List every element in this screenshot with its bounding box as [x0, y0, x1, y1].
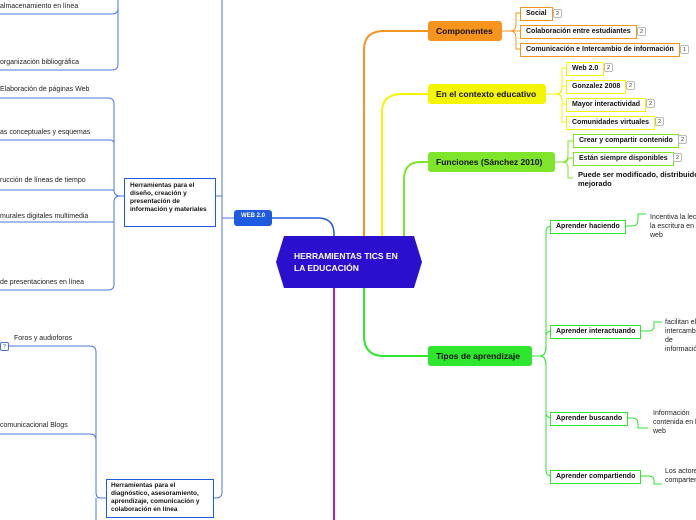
subtopic-colaboracion[interactable]: Colaboración entre estudiantes [520, 25, 637, 39]
count-badge[interactable]: 2 [673, 153, 682, 162]
subtopic-interactuando[interactable]: Aprender interactuando [550, 325, 642, 339]
left-item-lineas-tiempo[interactable]: rucción de líneas de tiempo [0, 177, 86, 184]
subtopic-label: Están siempre disponibles [579, 155, 668, 162]
branch-tipos-label: Tipos de aprendizaje [436, 351, 520, 361]
branch-componentes-label: Componentes [436, 26, 493, 36]
subtopic-haciendo[interactable]: Aprender haciendo [550, 220, 626, 234]
left-item-murales[interactable]: murales digitales multimedia [0, 213, 89, 220]
subtopic-buscando[interactable]: Aprender buscando [550, 412, 629, 426]
desc-compartiendo: Los actores comparten [665, 468, 696, 484]
subtopic-label: Gonzalez 2008 [572, 83, 621, 90]
subtopic-label: Aprender interactuando [556, 328, 636, 335]
subtopic-label: Colaboración entre estudiantes [526, 28, 631, 35]
count-badge[interactable]: 2 [553, 9, 562, 18]
group-diagnostico[interactable]: Herramientas para el diagnóstico, asesor… [106, 479, 214, 518]
group-diagnostico-label: Herramientas para el diagnóstico, asesor… [111, 482, 200, 513]
branch-contexto[interactable]: En el contexto educativo [428, 84, 546, 104]
subtopic-comunicacion[interactable]: Comunicación e Intercambio de informació… [520, 43, 680, 57]
subtopic-label: Mayor interactividad [572, 101, 641, 108]
subtopic-crear[interactable]: Crear y compartir contenido [573, 134, 679, 148]
funciones-note: Puede ser modificado, distribuido y mejo… [578, 170, 696, 188]
subtopic-label: Aprender compartiendo [556, 473, 636, 480]
left-item-blogs[interactable]: comunicacional Blogs [0, 422, 68, 429]
subtopic-gonzalez[interactable]: Gonzalez 2008 [566, 80, 627, 94]
subtopic-label: Crear y compartir contenido [579, 137, 673, 144]
count-badge[interactable]: 1 [680, 45, 689, 54]
left-item-foros[interactable]: Foros y audioforos [14, 335, 72, 342]
subtopic-web20[interactable]: Web 2.0 [566, 62, 605, 76]
desc-buscando: Información contenida en la web [653, 410, 696, 435]
central-topic[interactable]: HERRAMIENTAS TICS EN LA EDUCACIÓN [276, 236, 422, 288]
desc-interactuando: facilitan el intercambio de información [665, 319, 696, 353]
left-item-paginas-web[interactable]: Elaboración de páginas Web [0, 86, 90, 93]
subtopic-label: Web 2.0 [572, 65, 599, 72]
subtopic-label: Comunidades virtuales [572, 119, 650, 126]
question-badge[interactable]: ? [0, 342, 9, 351]
subtopic-comunidades[interactable]: Comunidades virtuales [566, 116, 656, 130]
count-badge[interactable]: 2 [637, 27, 646, 36]
central-title: HERRAMIENTAS TICS EN LA EDUCACIÓN [294, 251, 398, 273]
subtopic-label: Social [526, 10, 547, 17]
subtopic-label: Aprender haciendo [556, 223, 620, 230]
count-badge[interactable]: 2 [626, 81, 635, 90]
count-badge[interactable]: 2 [678, 135, 687, 144]
branch-tipos[interactable]: Tipos de aprendizaje [428, 346, 532, 366]
central-shape [276, 236, 422, 288]
desc-haciendo: Incentiva la lectura y la escritura en l… [650, 214, 696, 239]
subtopic-social[interactable]: Social [520, 7, 553, 21]
left-item-organizacion[interactable]: organización bibliográfica [0, 59, 79, 66]
count-badge[interactable]: 2 [646, 99, 655, 108]
count-badge[interactable]: 2 [655, 117, 664, 126]
subtopic-compartiendo[interactable]: Aprender compartiendo [550, 470, 642, 484]
branch-contexto-label: En el contexto educativo [436, 89, 537, 99]
web20-label: WEB 2.0 [240, 213, 265, 219]
branch-funciones[interactable]: Funciones (Sánchez 2010) [428, 152, 555, 172]
subtopic-interactividad[interactable]: Mayor interactividad [566, 98, 647, 112]
group-diseno-label: Herramientas para el diseño, creación y … [130, 182, 207, 213]
web20-node[interactable]: WEB 2.0 [234, 210, 272, 226]
left-item-presentaciones[interactable]: de presentaciones en línea [0, 279, 85, 286]
group-diseno[interactable]: Herramientas para el diseño, creación y … [124, 178, 216, 227]
subtopic-label: Comunicación e Intercambio de informació… [526, 46, 674, 53]
left-item-mapas[interactable]: as conceptuales y esquemas [0, 129, 91, 136]
branch-funciones-label: Funciones (Sánchez 2010) [436, 157, 543, 167]
subtopic-label: Aprender buscando [556, 415, 623, 422]
count-badge[interactable]: 2 [604, 63, 613, 72]
branch-componentes[interactable]: Componentes [428, 21, 502, 41]
left-item-almacenamiento[interactable]: almacenamiento en línea [0, 3, 79, 10]
subtopic-disponibles[interactable]: Están siempre disponibles [573, 152, 674, 166]
